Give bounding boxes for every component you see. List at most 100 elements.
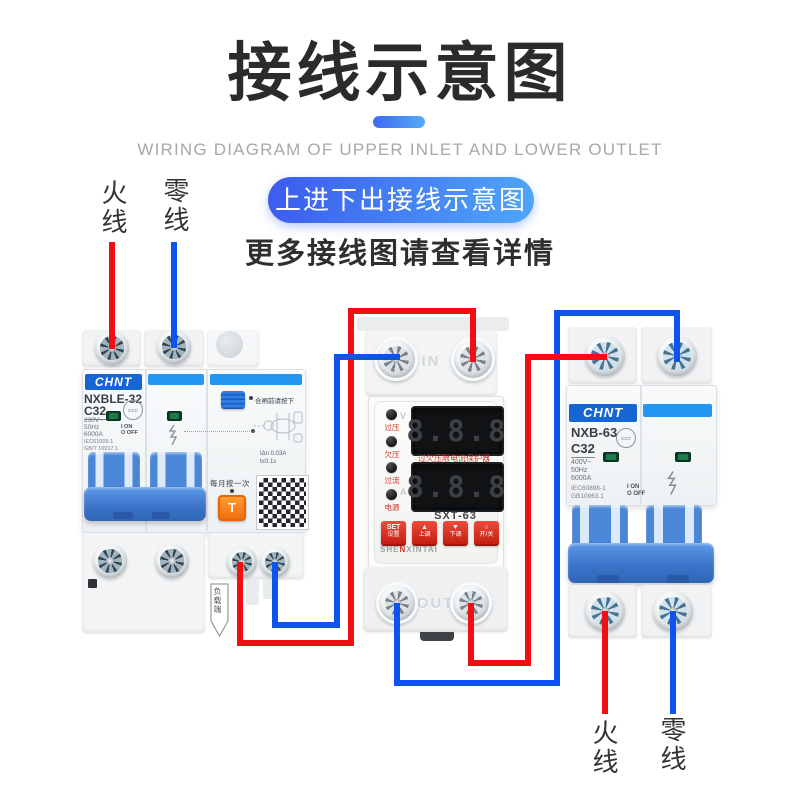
button-label: SET	[386, 524, 401, 531]
power-button[interactable]: ○开/关	[474, 521, 499, 546]
title-underline-dash	[373, 116, 425, 128]
pole-divider	[206, 369, 208, 531]
banner-button[interactable]: 上进下出接线示意图	[268, 177, 534, 223]
button-label: 开/关	[479, 532, 494, 538]
pole-divider	[145, 369, 147, 531]
neutral-wire-segment	[334, 354, 400, 360]
bottom-live-wire-label: 火线	[589, 719, 619, 777]
spec-breaking-capacity: 6000A	[571, 475, 592, 482]
neutral-wire-segment	[334, 354, 340, 628]
pole-divider	[640, 385, 642, 504]
power-led	[386, 489, 397, 500]
load-side-label: 负载端	[213, 587, 222, 614]
monthly-test-note: 每月按一次	[210, 479, 250, 488]
accent-bar	[148, 374, 204, 385]
up-button[interactable]: ▲上调	[412, 521, 437, 546]
spec-frequency: 50Hz	[84, 424, 100, 431]
monthly-test-button[interactable]: T	[218, 495, 246, 521]
live-wire-segment	[348, 308, 354, 646]
tie-bar-slot	[667, 575, 689, 583]
on-mark: I ON	[627, 484, 640, 490]
status-indicator-led	[675, 452, 691, 462]
indicator-label: 过压	[384, 423, 400, 432]
current-display: 8.8.8	[406, 462, 506, 512]
spec-voltage: 230V~	[84, 417, 103, 424]
chint-logo: CHNT	[85, 374, 142, 390]
neutral-wire-segment	[272, 562, 278, 628]
terminal-screw	[227, 547, 257, 577]
ccc-mark-icon: CCC	[123, 400, 143, 420]
dot	[230, 489, 234, 493]
brand-accent: N	[399, 545, 407, 554]
volt-unit-label: V	[400, 411, 407, 421]
live-wire-segment	[237, 562, 243, 646]
on-mark: I ON	[121, 424, 133, 430]
indicator-label: 过流	[384, 476, 400, 485]
din-rail-clip	[420, 632, 454, 641]
down-icon: ▼	[452, 524, 459, 531]
top-live-wire-label: 火线	[98, 179, 128, 237]
spec-breaking-capacity: 6000A	[84, 431, 103, 438]
test-before-closing-note: 合闸前请按下	[255, 398, 294, 405]
subtitle-english: WIRING DIAGRAM OF UPPER INLET AND LOWER …	[137, 140, 663, 159]
live-wire-segment	[348, 308, 476, 314]
leakage-dotted-line	[184, 431, 250, 432]
terminal-screw	[93, 544, 127, 578]
spec-voltage: 400V~	[571, 459, 592, 466]
standard-2: GB/T 16917.1	[84, 446, 119, 452]
protector-top-flange	[357, 317, 509, 331]
brand-text: XINTAI	[406, 545, 438, 554]
din-tab	[246, 579, 259, 605]
button-label: 上调	[418, 532, 431, 538]
tie-bar-slot	[152, 512, 170, 519]
live-wire-bottom-out	[602, 611, 608, 714]
standard-1: IEC60898-1	[571, 485, 606, 492]
voltage-display: 8.8.8	[406, 406, 506, 456]
page-title: 接线示意图	[227, 37, 573, 109]
off-mark: O OFF	[627, 491, 646, 497]
trip-curve-icon	[667, 471, 677, 495]
handle-tie-bar[interactable]	[84, 487, 206, 521]
live-wire-segment	[525, 354, 607, 360]
spec-frequency: 50Hz	[571, 467, 588, 474]
left-breaker-top-plug	[216, 331, 243, 358]
rcd-circuit-diagram	[254, 411, 303, 443]
live-wire-segment	[237, 640, 354, 646]
ccc-mark-icon: CCC	[616, 428, 636, 448]
protector-brand: SHENXINTAI	[380, 545, 438, 554]
neutral-wire-segment	[394, 603, 400, 686]
off-mark: O OFF	[121, 430, 138, 436]
brand-text: SHE	[380, 545, 400, 554]
standard-1: IEC61009-1	[84, 439, 114, 445]
qr-code	[256, 475, 309, 530]
status-indicator-led	[167, 411, 182, 421]
protector-model: SXT-63	[434, 510, 477, 522]
live-wire-segment	[525, 354, 531, 666]
terminal-screw	[155, 544, 189, 578]
residual-current-spec: IΔn 0.03A	[260, 451, 287, 457]
chint-logo: CHNT	[569, 404, 637, 422]
right-breaker-rating: C32	[571, 441, 595, 458]
trip-time-spec: t≤0.1s	[260, 459, 277, 465]
button-label: 下调	[449, 532, 462, 538]
tie-bar-slot	[113, 512, 133, 519]
neutral-wire-segment	[554, 310, 560, 686]
live-wire-segment	[468, 660, 531, 666]
neutral-wire-bottom-out	[670, 611, 676, 714]
amp-unit-label: A	[400, 487, 407, 497]
voltage-display-value: 8.8.8	[406, 414, 509, 448]
button-label: 设置	[387, 532, 400, 538]
overvoltage-led	[386, 409, 397, 420]
right-breaker-model: NXB-63	[571, 425, 618, 440]
dot	[251, 429, 255, 433]
overcurrent-led	[386, 462, 397, 473]
down-button[interactable]: ▼下调	[443, 521, 468, 546]
dot	[249, 396, 253, 400]
more-diagrams-note: 更多接线图请查看详情	[244, 238, 555, 270]
left-breaker-rating: C32	[84, 404, 107, 420]
rcd-test-button[interactable]	[221, 391, 245, 409]
handle-tie-bar[interactable]	[568, 543, 714, 583]
trip-curve-icon	[168, 424, 178, 446]
